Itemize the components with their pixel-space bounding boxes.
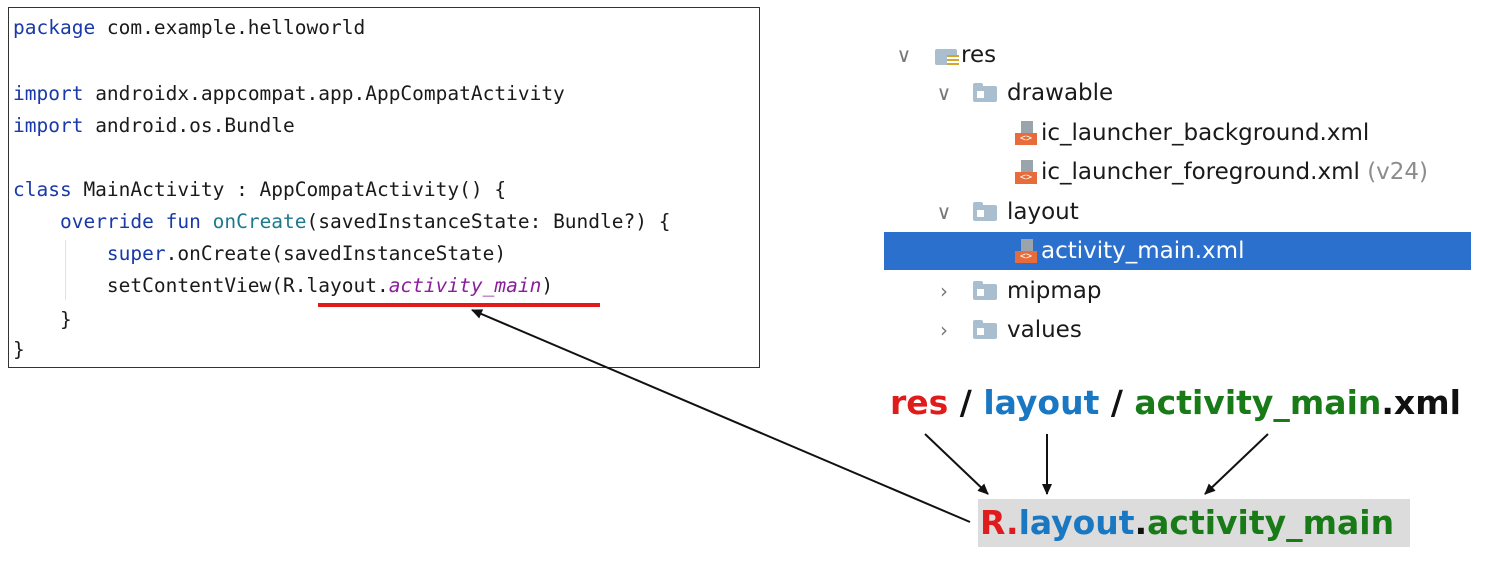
arrow-activity-to-r	[1204, 433, 1269, 495]
tree-item-label: ic_launcher_foreground.xml (v24)	[1041, 159, 1429, 185]
code-editor-panel: package com.example.helloworld import an…	[8, 7, 760, 368]
arrow-res-to-r	[924, 433, 989, 495]
class-declaration: MainActivity : AppCompatActivity() {	[71, 178, 507, 201]
tree-item-ic-launcher-background[interactable]: <> ic_launcher_background.xml	[1015, 114, 1415, 152]
setcontentview-call: setContentView(R.layout.	[106, 274, 389, 297]
code-line-close-class: }	[13, 338, 25, 361]
code-line-import-bundle: import android.os.Bundle	[13, 111, 295, 141]
super-call-rest: .onCreate(savedInstanceState)	[165, 242, 507, 265]
xml-file-icon: <>	[1015, 160, 1037, 184]
tree-item-label: values	[1007, 317, 1082, 343]
chevron-right-icon[interactable]: ›	[940, 318, 948, 342]
arrow-r-to-code	[471, 309, 971, 523]
r-reference-label: R.layout.activity_main	[980, 503, 1394, 542]
keyword-class: class	[13, 178, 72, 201]
code-line-class: class MainActivity : AppCompatActivity()…	[13, 175, 506, 205]
tree-item-drawable[interactable]: ∨ drawable	[933, 74, 1233, 112]
path-res: res	[890, 383, 949, 422]
tree-item-label: mipmap	[1007, 278, 1102, 304]
code-line-setcontentview: setContentView(R.layout.activity_main)	[13, 271, 553, 301]
import-path: android.os.Bundle	[83, 114, 295, 137]
function-name: onCreate	[212, 210, 307, 233]
path-activity-main: activity_main	[1134, 383, 1382, 422]
tree-item-res[interactable]: ∨ res	[893, 36, 1193, 74]
tree-item-label: layout	[1007, 199, 1079, 225]
path-layout: layout	[983, 383, 1100, 422]
import-path: androidx.appcompat.app.AppCompatActivity	[83, 82, 565, 105]
r-dot: .	[1134, 503, 1148, 542]
keyword-package: package	[13, 16, 96, 39]
package-name: com.example.helloworld	[95, 16, 366, 39]
tree-item-activity-main-selected[interactable]: <> activity_main.xml	[884, 232, 1471, 270]
tree-item-label: ic_launcher_background.xml	[1041, 120, 1370, 146]
path-separator: /	[1099, 383, 1135, 422]
tree-item-mipmap[interactable]: › mipmap	[933, 272, 1233, 310]
chevron-down-icon[interactable]: ∨	[936, 81, 952, 105]
r-class: R.	[980, 503, 1019, 542]
tree-item-label: drawable	[1007, 80, 1114, 106]
keyword-import: import	[13, 114, 84, 137]
resource-path-label: res / layout / activity_main.xml	[890, 383, 1461, 422]
code-line-package: package com.example.helloworld	[13, 13, 365, 43]
indent-guide	[65, 240, 66, 300]
path-extension: .xml	[1381, 383, 1461, 422]
tree-item-layout[interactable]: ∨ layout	[933, 193, 1233, 231]
keyword-import: import	[13, 82, 84, 105]
version-qualifier: (v24)	[1367, 159, 1429, 185]
closing-paren: )	[541, 274, 554, 297]
keyword-override-fun: override fun	[59, 210, 201, 233]
folder-icon	[973, 202, 997, 221]
code-line-close-method: }	[13, 308, 72, 331]
tree-item-values[interactable]: › values	[933, 311, 1233, 349]
tree-item-label: res	[961, 42, 997, 68]
chevron-right-icon[interactable]: ›	[940, 279, 948, 303]
tree-item-label: activity_main.xml	[1041, 238, 1245, 264]
function-params: (savedInstanceState: Bundle?) {	[306, 210, 671, 233]
tree-item-ic-launcher-foreground[interactable]: <> ic_launcher_foreground.xml (v24)	[1015, 153, 1495, 191]
xml-file-icon: <>	[1015, 121, 1037, 145]
folder-icon	[973, 83, 997, 102]
r-layout: layout	[1018, 503, 1135, 542]
r-reference-highlight	[978, 499, 1410, 547]
layout-resource-name: activity_main	[388, 274, 542, 297]
code-line-super-call: super.onCreate(savedInstanceState)	[13, 239, 506, 269]
chevron-down-icon[interactable]: ∨	[896, 43, 912, 67]
path-separator: /	[948, 383, 984, 422]
xml-file-icon: <>	[1015, 239, 1037, 263]
resource-folder-icon	[935, 46, 961, 66]
code-line-oncreate: override fun onCreate(savedInstanceState…	[13, 207, 671, 237]
folder-icon	[973, 320, 997, 339]
r-activity-main: activity_main	[1147, 503, 1395, 542]
folder-icon	[973, 281, 997, 300]
code-line-import-appcompat: import androidx.appcompat.app.AppCompatA…	[13, 79, 565, 109]
chevron-down-icon[interactable]: ∨	[936, 200, 952, 224]
keyword-super: super	[106, 242, 166, 265]
